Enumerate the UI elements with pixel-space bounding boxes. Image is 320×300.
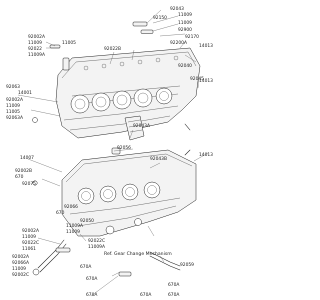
part-label: 92050 [80, 218, 94, 224]
part-label: 11009 [178, 12, 192, 18]
part-label: 92059 [180, 262, 194, 268]
part-label: 14007 [20, 155, 34, 161]
part-label: 92022C [88, 238, 105, 244]
part-label: 92900 [178, 27, 192, 33]
part-label: 11009 [22, 234, 36, 240]
part-label: 92063A [6, 115, 23, 121]
part-label: 14013 [199, 43, 213, 49]
part-number-labels: 92043 11009 92150 11009 92900 92170 9220… [6, 6, 213, 298]
part-label: 92002A [6, 97, 23, 103]
part-label: 92170 [185, 34, 199, 40]
part-label: 670 [15, 174, 24, 180]
part-label: 14013 [199, 78, 213, 84]
part-label: 14013 [199, 152, 213, 158]
part-label: 92063 [6, 84, 20, 90]
part-label: 670A [168, 292, 179, 298]
crankcase-exploded-diagram: 92043 11009 92150 11009 92900 92170 9220… [6, 6, 213, 298]
part-label: 670A [80, 264, 91, 270]
oil-screen-plate [124, 115, 145, 141]
part-label: 11005 [62, 40, 76, 46]
part-label: 11009A [66, 223, 83, 229]
part-label: 11009 [66, 229, 80, 235]
part-label: 670 [56, 210, 65, 216]
part-label: 92066A [12, 260, 29, 266]
part-label: 92002A [12, 254, 29, 260]
part-label: 92002A [22, 228, 39, 234]
part-label: 92075 [22, 181, 36, 187]
part-label: 670A [140, 292, 151, 298]
part-label: 92066 [64, 204, 78, 210]
part-label: 11005 [6, 109, 20, 115]
part-label: 92043B [150, 156, 167, 162]
part-label: 11009 [6, 103, 20, 109]
part-label: 92045 [190, 76, 204, 82]
part-label: 670A [86, 276, 97, 282]
part-label: 11061 [22, 246, 36, 252]
left-plug [32, 117, 38, 123]
left-top-bolt [49, 44, 61, 49]
part-label: 92056 [117, 145, 131, 151]
part-label: 92002A [28, 34, 45, 40]
top-bolt-2 [140, 29, 154, 34]
small-fittings [32, 21, 191, 277]
part-label: 11009A [88, 244, 105, 250]
top-bolt-1 [132, 21, 148, 27]
left-stud [62, 57, 70, 71]
upper-crankcase [55, 47, 201, 139]
lower-crankcase [61, 149, 197, 237]
part-label: 670A [168, 282, 179, 288]
part-label: 11009 [28, 40, 42, 46]
part-label: 11009 [12, 266, 26, 272]
crankshaft-bores [70, 87, 173, 114]
part-label: 92002B [15, 168, 32, 174]
part-label: 92040 [178, 63, 192, 69]
part-label: 92002C [12, 272, 29, 278]
lower-bolt-group [55, 247, 71, 253]
rear-oil-pipe [149, 251, 181, 271]
part-label: 92043A [133, 123, 150, 129]
part-label: 92022B [104, 46, 121, 52]
part-label: 92043 [170, 6, 184, 12]
center-dowel [111, 147, 121, 155]
part-label: 14001 [18, 90, 32, 96]
part-label: 92022C [22, 240, 39, 246]
right-clips [184, 123, 191, 156]
left-washer [32, 180, 38, 186]
leader-lines [17, 9, 209, 297]
gear-shaft-bolt [118, 271, 132, 277]
part-label: 670A [86, 292, 97, 298]
part-label: 11009A [28, 52, 45, 58]
gear-change-reference-caption: Ref. Gear Change Mechanism [104, 251, 172, 257]
part-label: 11009 [178, 20, 192, 26]
part-label: 92200A [170, 40, 187, 46]
lower-case-bores [77, 181, 161, 205]
cylinder-stud-holes [83, 55, 179, 71]
part-label: 92022 [28, 46, 42, 52]
part-label: 92150 [153, 15, 167, 21]
